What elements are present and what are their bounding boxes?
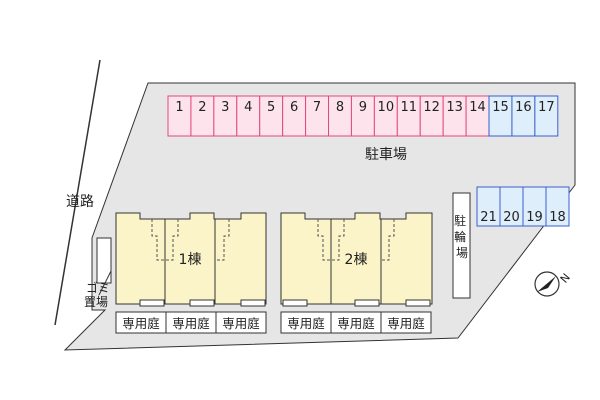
building-1-stair-dash xyxy=(215,219,230,261)
building-2-door xyxy=(354,299,380,307)
north-arrow-pointer xyxy=(537,276,556,292)
building-1-stair-dash xyxy=(151,219,165,261)
parking-space: 8 xyxy=(328,95,352,137)
building-2-door xyxy=(282,299,308,307)
parking-space-number: 11 xyxy=(400,100,417,115)
private-garden-label: 専用庭 xyxy=(337,316,375,331)
parking-space: 20 xyxy=(499,186,524,227)
parking-space-number: 15 xyxy=(492,100,509,115)
private-garden-label: 専用庭 xyxy=(222,316,260,331)
private-gardens: 専用庭専用庭専用庭専用庭専用庭専用庭 xyxy=(115,311,432,334)
bicycle-parking xyxy=(452,192,471,299)
building-2-stair-dash xyxy=(381,219,395,261)
building-2: 2棟 xyxy=(280,212,433,307)
parking-space: 21 xyxy=(476,186,501,227)
parking-space-number: 5 xyxy=(267,100,275,115)
private-garden: 専用庭 xyxy=(115,311,167,334)
north-arrow: N xyxy=(534,271,573,297)
parking-space: 13 xyxy=(442,95,467,137)
parking-space-number: 21 xyxy=(480,210,497,225)
parking-space: 15 xyxy=(488,95,513,137)
parking-space-number: 16 xyxy=(515,100,532,115)
parking-label: 駐車場 xyxy=(365,146,407,163)
private-garden: 専用庭 xyxy=(215,311,267,334)
parking-space: 17 xyxy=(534,95,559,137)
building-1-door xyxy=(139,299,165,307)
parking-space: 12 xyxy=(419,95,444,137)
building-1-door xyxy=(240,299,266,307)
building-2-stair-dash xyxy=(317,219,331,261)
building-1: 1棟 xyxy=(115,212,267,307)
private-garden-label: 専用庭 xyxy=(287,316,325,331)
private-garden-label: 専用庭 xyxy=(387,316,425,331)
parking-space: 9 xyxy=(350,95,375,137)
parking-space-number: 4 xyxy=(244,100,252,115)
parking-space-number: 7 xyxy=(313,100,321,115)
parking-space: 2 xyxy=(190,95,215,137)
parking-space-number: 18 xyxy=(549,210,566,225)
parking-space: 1 xyxy=(167,95,192,137)
private-garden-label: 専用庭 xyxy=(172,316,210,331)
parking-space: 4 xyxy=(236,95,261,137)
parking-space: 6 xyxy=(282,95,307,137)
parking-space: 18 xyxy=(545,186,570,227)
parking-space-number: 2 xyxy=(198,100,206,115)
parking-space-number: 13 xyxy=(446,100,463,115)
parking-space-number: 9 xyxy=(359,100,367,115)
parking-space-number: 12 xyxy=(423,100,440,115)
parking-space: 5 xyxy=(259,95,284,137)
garbage-area-leader xyxy=(98,270,112,296)
garbage-area xyxy=(96,237,112,284)
parking-space-number: 17 xyxy=(538,100,555,115)
parking-space-number: 10 xyxy=(378,100,395,115)
road-label: 道路 xyxy=(66,194,94,210)
parking-space-box xyxy=(534,95,559,137)
parking-space-number: 1 xyxy=(175,100,183,115)
parking-space-number: 3 xyxy=(221,100,229,115)
building-2-stair-dash xyxy=(331,219,345,261)
parking-space: 11 xyxy=(396,95,421,137)
parking-space: 16 xyxy=(511,95,536,137)
bicycle-parking-label: 駐 輪 場 xyxy=(454,213,470,260)
private-garden: 専用庭 xyxy=(380,311,432,334)
building-2-label: 2棟 xyxy=(345,252,368,268)
parking-space-number: 19 xyxy=(526,210,543,225)
parking-space: 7 xyxy=(305,95,330,137)
parking-row-right: 21 20 19 18 xyxy=(476,186,570,227)
parking-space-number: 6 xyxy=(290,100,298,115)
parking-space: 10 xyxy=(373,95,398,137)
parking-space-box xyxy=(545,186,570,227)
building-1-door xyxy=(189,299,215,307)
building-2-door xyxy=(405,299,431,307)
north-arrow-label: N xyxy=(558,271,573,286)
private-garden: 専用庭 xyxy=(330,311,382,334)
parking-space: 19 xyxy=(522,186,547,227)
parking-space: 14 xyxy=(465,95,490,137)
parking-space-number: 20 xyxy=(503,210,520,225)
road-edge-line xyxy=(54,59,101,326)
garbage-label: ゴミ 置場 xyxy=(84,280,114,309)
building-1-stair-dash xyxy=(165,219,179,261)
private-garden-box xyxy=(380,311,432,334)
parking-space-number: 14 xyxy=(469,100,486,115)
parking-space: 3 xyxy=(213,95,238,137)
building-1-label: 1棟 xyxy=(179,252,202,268)
private-garden: 専用庭 xyxy=(165,311,217,334)
private-garden-box xyxy=(215,311,267,334)
parking-space-number: 8 xyxy=(336,100,344,115)
private-garden-label: 専用庭 xyxy=(122,316,160,331)
private-garden: 専用庭 xyxy=(280,311,332,334)
